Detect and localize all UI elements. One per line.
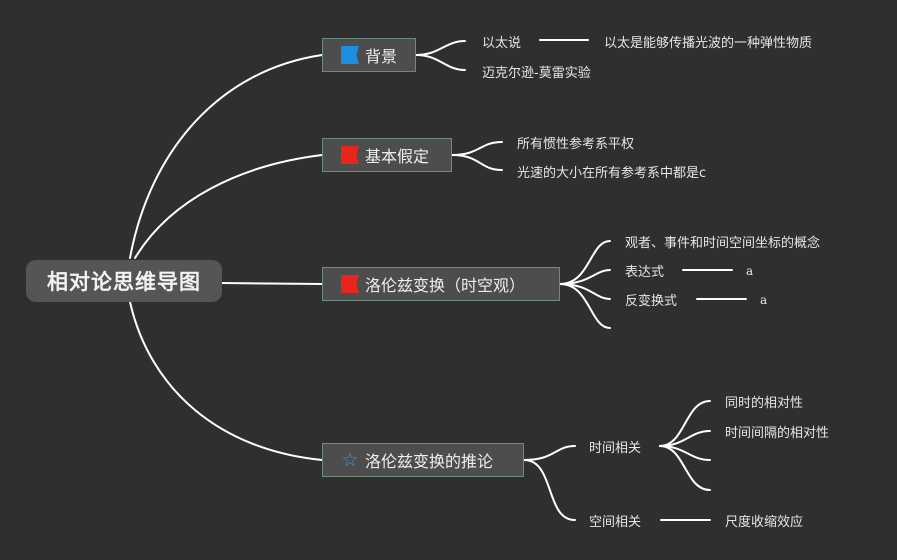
- leaf-expression-value[interactable]: a: [746, 262, 753, 280]
- leaf-label: 迈克尔逊-莫雷实验: [482, 65, 591, 81]
- link-time-empty2: [659, 445, 711, 491]
- branch-assumptions[interactable]: 基本假定: [322, 138, 452, 172]
- link-bg-michelson: [415, 54, 466, 71]
- link-lz-inverse: [559, 283, 611, 300]
- leaf-inverse-transform[interactable]: 反变换式: [625, 290, 678, 309]
- branch-label: 洛伦兹变换（时空观）: [365, 276, 526, 295]
- branch-label: 洛伦兹变换的推论: [365, 452, 494, 471]
- leaf-label: 时间间隔的相对性: [725, 425, 830, 441]
- leaf-ether-description[interactable]: 以太是能够传播光波的一种弹性物质: [604, 32, 813, 51]
- link-lz-expression: [559, 269, 611, 285]
- leaf-label: 反变换式: [625, 293, 678, 309]
- star-outline-icon: ☆: [341, 449, 359, 471]
- leaf-label: 以太是能够传播光波的一种弹性物质: [604, 35, 813, 51]
- red-flag-icon: [341, 275, 359, 293]
- leaf-inverse-value[interactable]: a: [760, 291, 767, 309]
- leaf-label: 尺度收缩效应: [725, 514, 804, 530]
- leaf-label: 光速的大小在所有参考系中都是c: [517, 165, 707, 181]
- branch-lorentz[interactable]: 洛伦兹变换（时空观）: [322, 267, 560, 301]
- branch-label: 背景: [365, 47, 398, 66]
- leaf-michelson-morley[interactable]: 迈克尔逊-莫雷实验: [482, 62, 591, 81]
- link-root-inference: [129, 301, 323, 461]
- branch-label: 基本假定: [365, 147, 430, 166]
- leaf-label: 同时的相对性: [725, 395, 804, 411]
- link-bg-ether: [415, 40, 466, 56]
- leaf-label: a: [760, 293, 768, 307]
- link-lz-empty: [559, 283, 611, 329]
- root-node[interactable]: 相对论思维导图: [26, 260, 222, 302]
- leaf-label: 时间相关: [589, 440, 642, 456]
- leaf-label: 所有惯性参考系平权: [517, 136, 635, 152]
- link-root-lorentz: [221, 282, 323, 285]
- link-as-frames: [451, 141, 503, 156]
- leaf-time-interval[interactable]: 时间间隔的相对性: [725, 422, 830, 441]
- leaf-inertial-frames[interactable]: 所有惯性参考系平权: [517, 133, 635, 152]
- leaf-simultaneity[interactable]: 同时的相对性: [725, 392, 804, 411]
- leaf-length-contraction[interactable]: 尺度收缩效应: [725, 511, 804, 530]
- leaf-ether-theory[interactable]: 以太说: [482, 32, 522, 51]
- link-inf-time: [523, 445, 576, 461]
- leaf-label: a: [746, 264, 754, 278]
- link-inf-space: [523, 459, 576, 521]
- link-lz-observer: [559, 240, 611, 285]
- branch-inference[interactable]: ☆ 洛伦兹变换的推论: [322, 443, 524, 477]
- leaf-label: 以太说: [482, 35, 522, 51]
- leaf-observer-concept[interactable]: 观者、事件和时间空间坐标的概念: [625, 232, 821, 251]
- link-root-background: [129, 54, 323, 259]
- leaf-label: 观者、事件和时间空间坐标的概念: [625, 235, 821, 251]
- branch-background[interactable]: 背景: [322, 38, 416, 72]
- leaf-label: 表达式: [625, 264, 665, 280]
- leaf-label: 空间相关: [589, 514, 642, 530]
- leaf-space-related[interactable]: 空间相关: [589, 511, 642, 530]
- leaf-light-speed[interactable]: 光速的大小在所有参考系中都是c: [517, 162, 707, 181]
- red-flag-icon: [341, 146, 359, 164]
- link-as-light: [451, 154, 503, 171]
- leaf-expression[interactable]: 表达式: [625, 261, 665, 280]
- blue-flag-icon: [341, 46, 359, 64]
- root-title: 相对论思维导图: [47, 270, 201, 294]
- leaf-time-related[interactable]: 时间相关: [589, 437, 642, 456]
- link-root-assumptions: [134, 154, 323, 259]
